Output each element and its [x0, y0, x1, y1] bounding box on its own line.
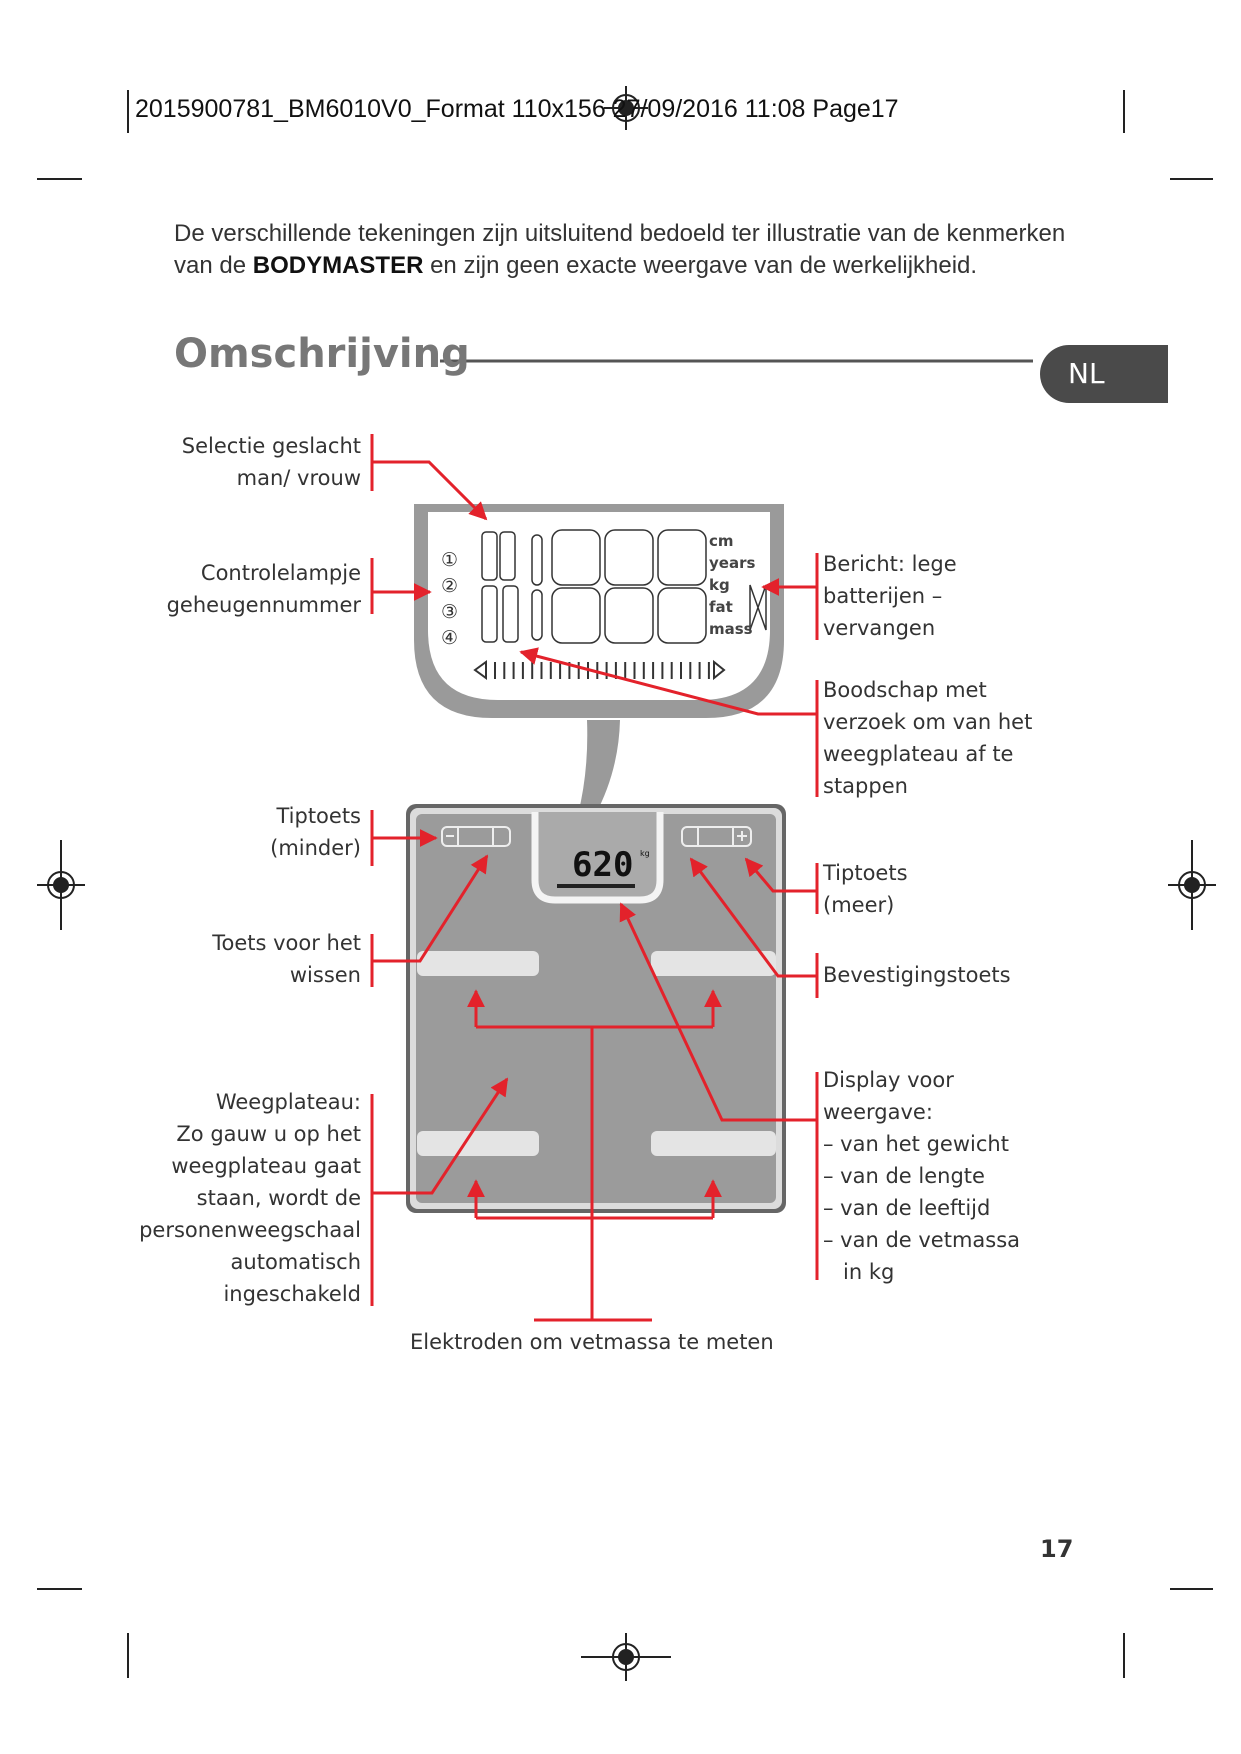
electrode-pad: [651, 1131, 776, 1156]
language-tab: NL: [1040, 345, 1168, 403]
lcd-display-enlarged: [414, 504, 784, 863]
svg-text:cm: cm: [709, 532, 734, 550]
scale-body: 620 kg: [406, 804, 786, 1213]
svg-text:fat: fat: [709, 598, 733, 616]
electrode-pad: [417, 1131, 539, 1156]
scale-unit: kg: [640, 849, 650, 858]
electrode-pad: [417, 951, 539, 976]
section-title: Omschrijving: [174, 331, 470, 377]
label-confirm-key: Bevestigingstoets: [823, 963, 1011, 987]
label-minus-key: Tiptoets(minder): [270, 804, 361, 860]
callout-lines: [370, 434, 819, 1322]
svg-text:④: ④: [441, 627, 458, 649]
memory-numbers: ① ② ③ ④: [441, 549, 458, 649]
svg-text:①: ①: [441, 549, 458, 571]
print-header: 2015900781_BM6010V0_Format 110x156 27/09…: [135, 95, 899, 123]
svg-text:years: years: [709, 554, 755, 572]
electrode-pad: [651, 951, 776, 976]
intro-paragraph: De verschillende tekeningen zijn uitslui…: [174, 220, 1066, 279]
svg-text:mass: mass: [709, 620, 753, 638]
unit-labels: cm years kg fat mass: [709, 532, 755, 638]
brand-name: BODYMASTER: [252, 252, 424, 279]
label-electrodes: Elektroden om vetmassa te meten: [410, 1330, 774, 1354]
svg-text:②: ②: [441, 575, 458, 597]
svg-text:kg: kg: [709, 576, 730, 594]
minus-button: [441, 826, 511, 847]
crop-marks: [37, 90, 1213, 1678]
scale-reading: 620: [572, 845, 633, 885]
svg-text:③: ③: [441, 601, 458, 623]
page-number: 17: [1040, 1535, 1074, 1563]
label-plus-key: Tiptoets(meer): [823, 861, 908, 917]
registration-marks: [37, 86, 1216, 1681]
plus-button: [681, 826, 752, 847]
